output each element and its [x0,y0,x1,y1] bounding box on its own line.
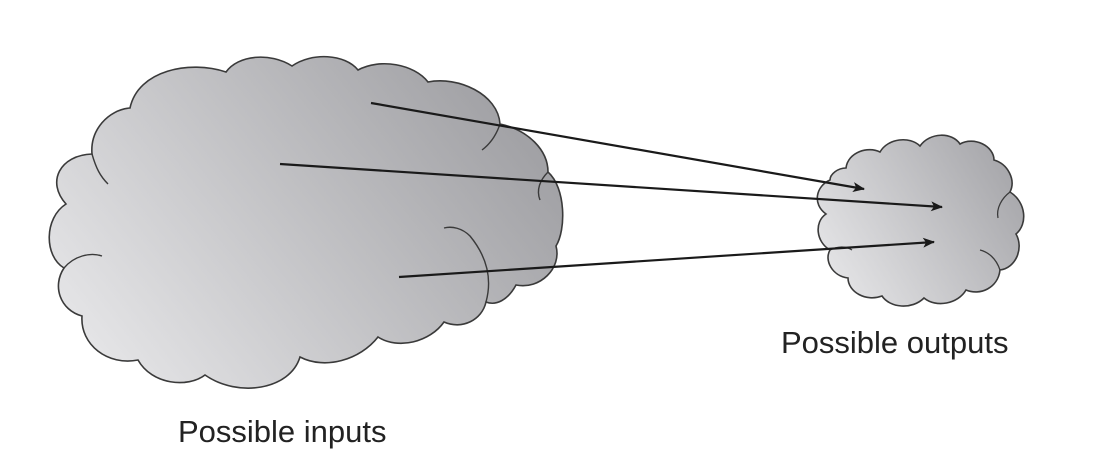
mapping-arrows [279,101,943,279]
arrow-middle [279,162,943,212]
possible-inputs-label: Possible inputs [178,414,387,449]
arrow-bottom [398,237,935,279]
outputs-cloud [816,134,1025,307]
inputs-cloud-shape [48,55,564,389]
possible-outputs-label: Possible outputs [781,325,1009,360]
inputs-cloud [48,55,564,389]
outputs-cloud-shape [816,134,1025,307]
arrow-top [370,101,865,193]
